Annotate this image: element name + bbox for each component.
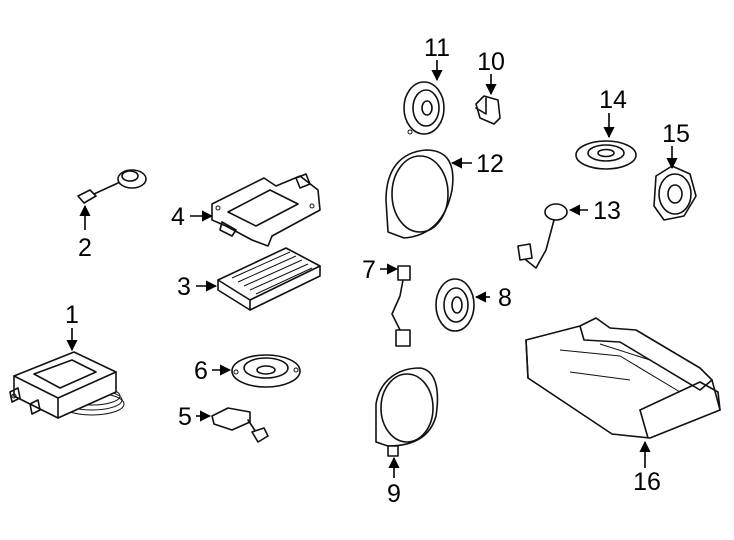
callout-15: 15 [662,120,690,148]
callout-13: 13 [593,197,621,225]
part-4-bracket[interactable] [211,173,321,247]
part-2-sensor[interactable] [77,169,147,204]
callout-9: 9 [387,480,401,508]
part-12-speaker-grille[interactable] [385,149,454,239]
callout-11: 11 [424,34,450,62]
callout-labels: 1 2 3 4 5 6 7 8 9 10 11 12 13 14 15 16 [65,34,690,508]
part-8-tweeter[interactable] [435,278,475,332]
part-6-speaker[interactable] [231,354,301,388]
part-15-speaker[interactable] [653,165,697,221]
callout-6: 6 [194,357,208,385]
callout-14: 14 [599,86,627,114]
leader-lines [66,60,678,478]
part-16-subwoofer[interactable] [525,317,721,439]
part-3-plate[interactable] [217,247,321,311]
callout-7: 7 [362,256,376,284]
callout-5: 5 [178,403,192,431]
callout-12: 12 [476,150,504,178]
part-14-tweeter[interactable] [575,140,637,170]
part-7-harness[interactable] [391,265,411,347]
callout-8: 8 [498,284,512,312]
part-1-module[interactable] [9,351,125,419]
part-13-cable[interactable] [517,203,568,269]
part-10-bracket[interactable] [475,95,501,125]
part-5-sensor-cable[interactable] [211,407,269,443]
callout-4: 4 [171,203,185,231]
part-11-tweeter[interactable] [403,81,445,135]
callout-3: 3 [177,273,191,301]
callout-16: 16 [633,468,661,496]
callout-2: 2 [78,234,92,262]
callout-10: 10 [477,48,505,76]
callout-1: 1 [65,301,79,329]
part-9-speaker[interactable] [375,367,439,457]
